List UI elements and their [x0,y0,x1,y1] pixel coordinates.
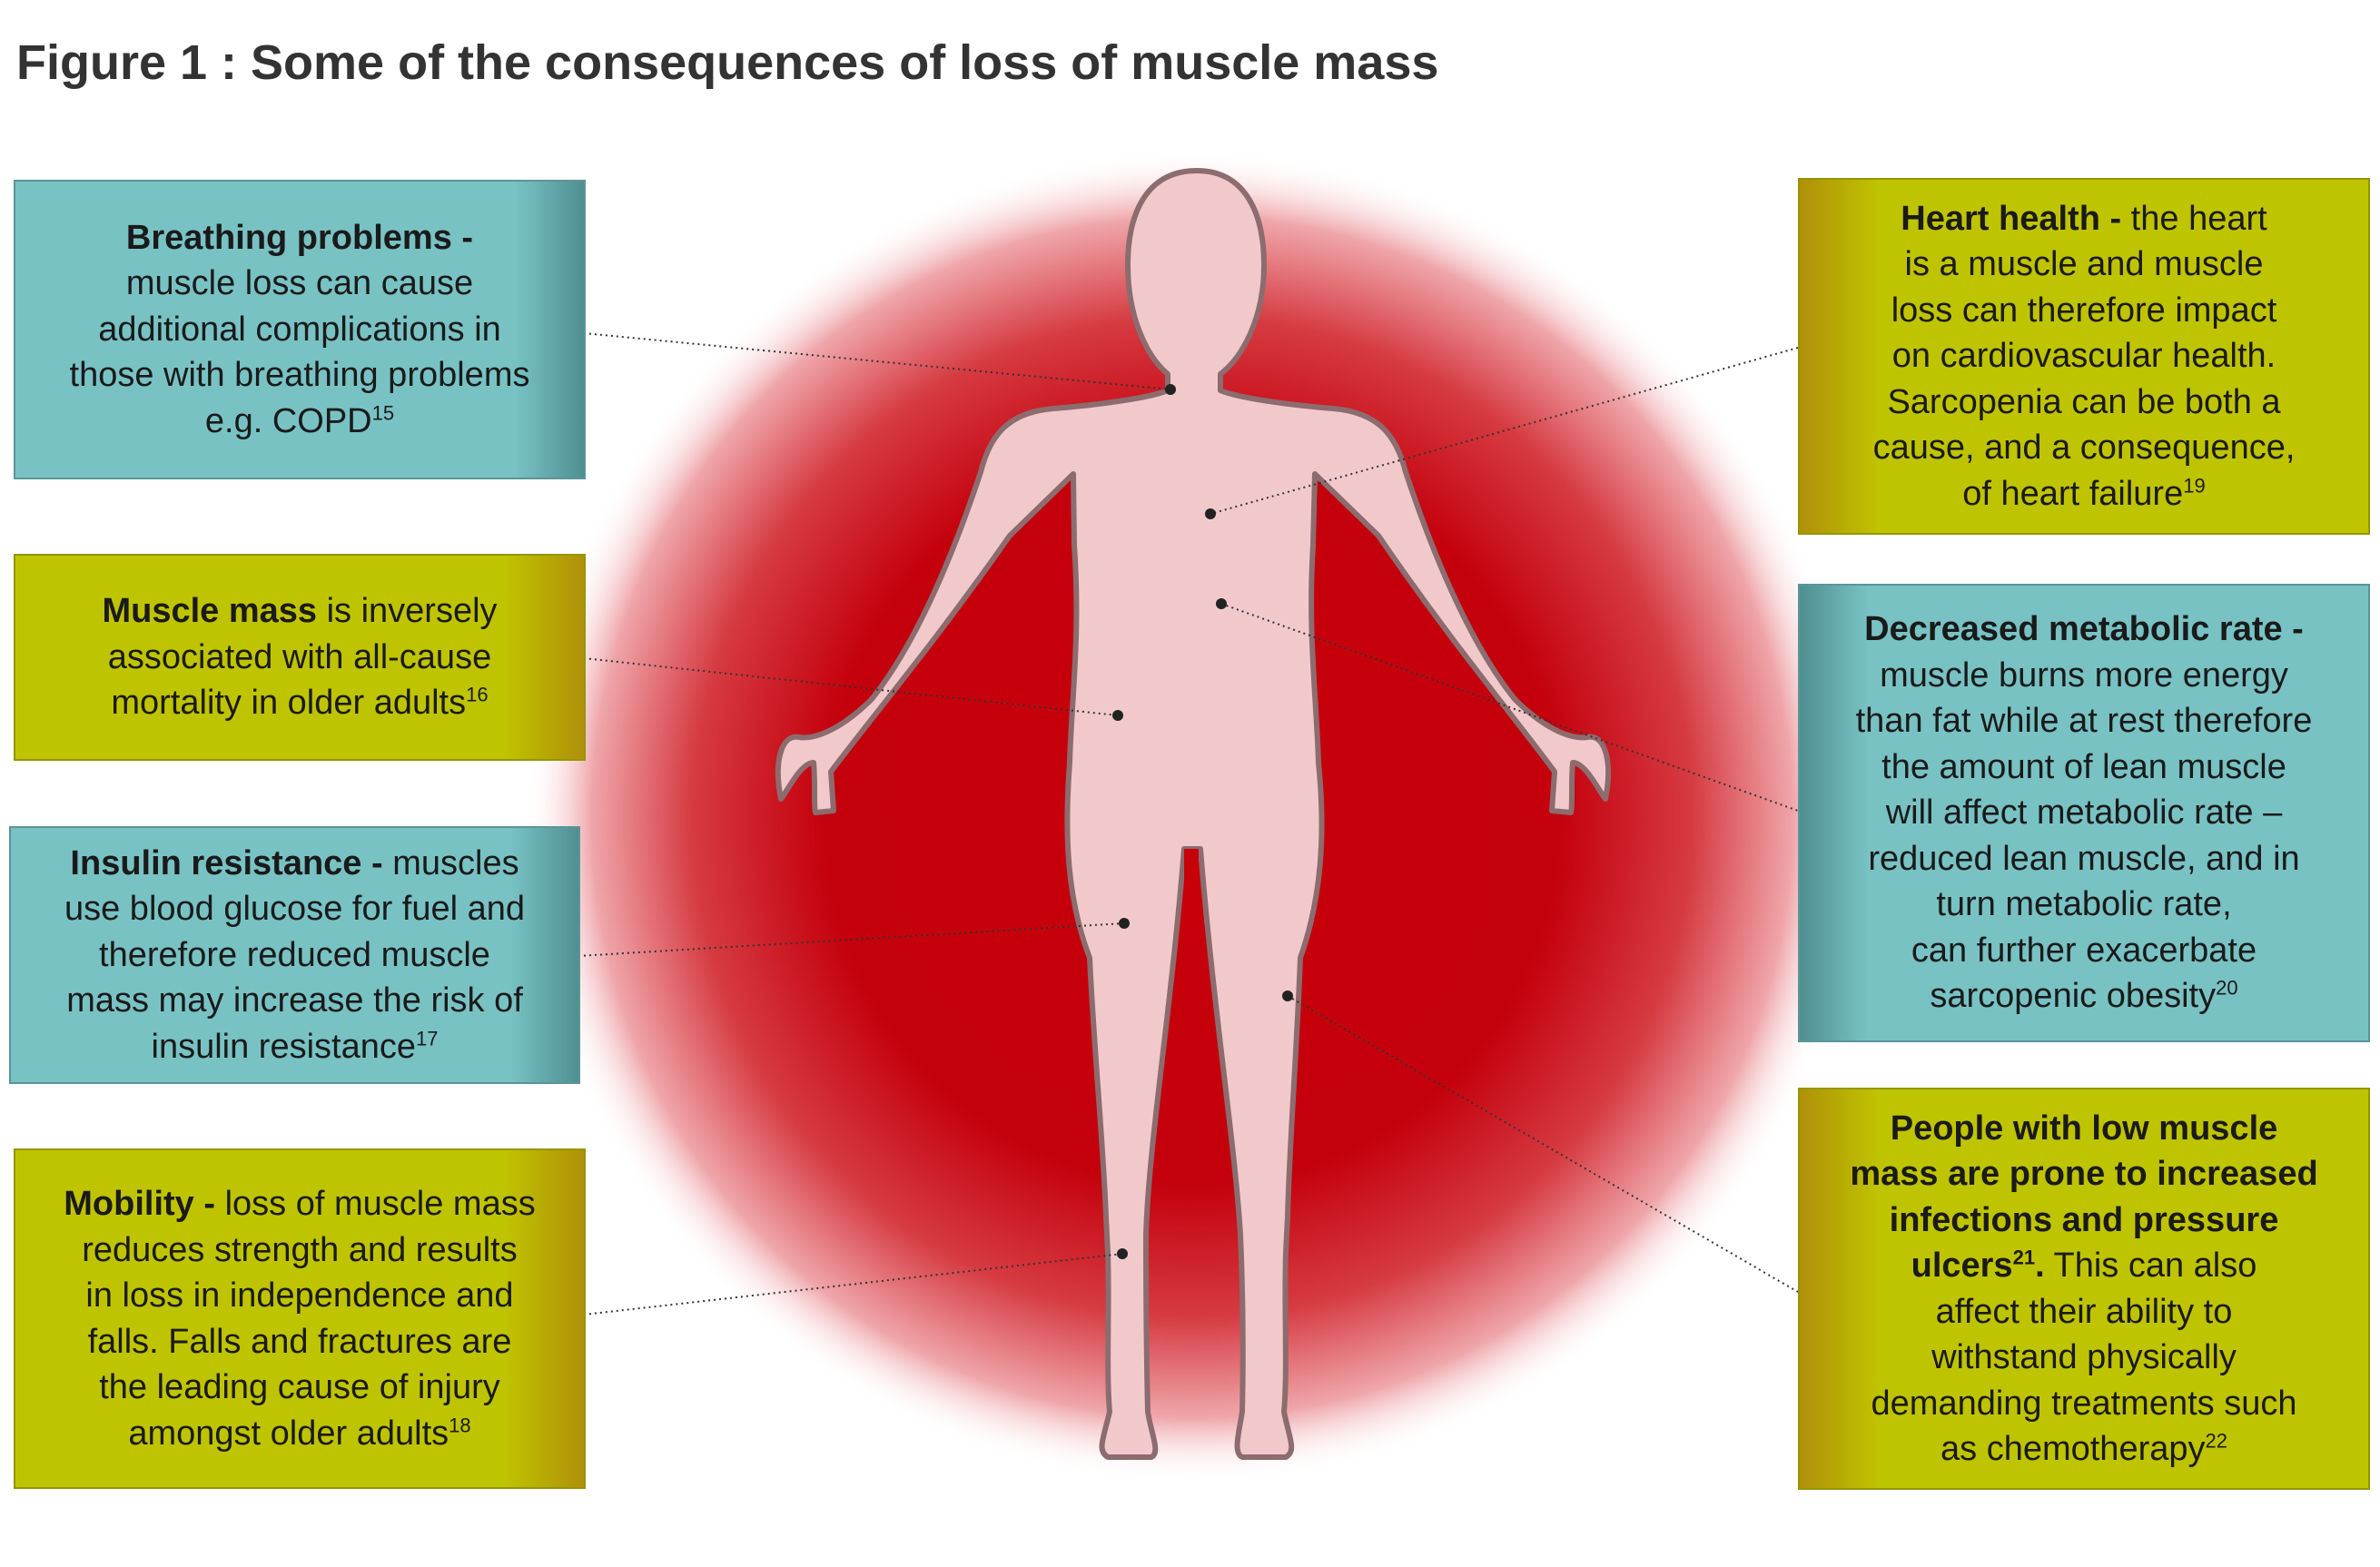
metabolic-line: will affect metabolic rate – [1885,793,2283,833]
mobility-line: falls. Falls and fractures are [87,1322,512,1361]
marker-dot-insulin [1119,918,1130,929]
muscle-mass-line: mortality in older adults [111,684,467,723]
metabolic-line: turn metabolic rate, [1936,885,2232,924]
infections-line: withstand physically [1931,1338,2237,1376]
heart-reference: 19 [2183,474,2206,498]
callout-muscle-mass: Muscle mass is inversely associated with… [14,554,586,761]
insulin-text: muscles [382,843,519,882]
callout-breathing-problems: Breathing problems - muscle loss can cau… [14,180,586,479]
mobility-line: reduces strength and results [82,1230,518,1269]
muscle-mass-reference: 16 [466,683,489,706]
insulin-line: mass may increase the risk of [66,981,523,1020]
metabolic-line: sarcopenic obesity [1930,977,2217,1016]
figure-title: Figure 1 : Some of the consequences of l… [16,35,1439,90]
infections-reference: 21 [2012,1246,2036,1269]
connector-infections [1287,995,1799,1293]
marker-dots [1112,384,1293,1259]
connector-breathing [583,332,1171,390]
callout-insulin-resistance: Insulin resistance - muscles use blood g… [9,826,580,1084]
heart-line: is a muscle and muscle [1904,245,2264,284]
mobility-line: in loss in independence and [85,1276,514,1315]
insulin-line: therefore reduced muscle [99,935,490,974]
callout-heart-health: Heart health - the heart is a muscle and… [1798,178,2370,535]
mobility-line: amongst older adults [128,1414,449,1453]
infections-reference: 22 [2205,1429,2227,1453]
connector-metabolic [1220,603,1799,812]
infections-line: demanding treatments such [1871,1384,2297,1423]
marker-dot-muscle-mass [1112,710,1123,721]
insulin-heading: Insulin resistance - [70,843,383,882]
callout-infections-pressure-ulcers: People with low muscle mass are prone to… [1798,1088,2370,1490]
breathing-reference: 15 [371,401,395,425]
infections-text: This can also [2044,1247,2257,1285]
heart-line: Sarcopenia can be both a [1887,382,2281,421]
connector-insulin [578,922,1125,957]
muscle-mass-text: is inversely [317,592,498,631]
mobility-line: the leading cause of injury [99,1368,500,1406]
marker-dot-infections [1282,990,1293,1001]
infections-heading-period: . [2035,1247,2045,1285]
heart-line: cause, and a consequence, [1872,429,2296,468]
breathing-line: additional complications in [98,310,501,349]
heart-text: the heart [2121,199,2267,238]
heart-heading: Heart health - [1901,199,2122,238]
heart-line: on cardiovascular health. [1891,337,2276,376]
heart-line: of heart failure [1962,474,2184,513]
infections-line: as chemotherapy [1941,1430,2206,1468]
metabolic-heading: Decreased metabolic rate - [1864,610,2304,649]
callout-mobility: Mobility - loss of muscle mass reduces s… [14,1148,586,1489]
callout-decreased-metabolic-rate: Decreased metabolic rate - muscle burns … [1798,584,2370,1042]
metabolic-reference: 20 [2216,976,2238,1000]
breathing-line: e.g. COPD [204,401,372,440]
metabolic-line: the amount of lean muscle [1881,747,2286,786]
muscle-mass-heading: Muscle mass [102,592,318,631]
heart-line: loss can therefore impact [1891,291,2277,330]
connector-lines [578,332,1799,1316]
breathing-heading: Breathing problems - [125,218,474,257]
breathing-line: muscle loss can cause [125,264,474,303]
breathing-line: those with breathing problems [69,356,530,395]
metabolic-line: reduced lean muscle, and in [1868,839,2300,878]
infections-line: affect their ability to [1935,1292,2233,1331]
metabolic-line: can further exacerbate [1911,931,2257,970]
marker-dot-metabolic [1216,598,1227,609]
infections-heading: infections and pressure [1889,1200,2279,1239]
infections-heading: ulcers [1911,1247,2013,1285]
metabolic-line: than fat while at rest therefore [1855,702,2313,741]
marker-dot-breathing [1165,384,1176,395]
mobility-reference: 18 [449,1413,471,1436]
metabolic-line: muscle burns more energy [1880,655,2288,695]
mobility-text: loss of muscle mass [215,1185,536,1223]
connector-heart [1210,347,1799,515]
insulin-line: insulin resistance [151,1027,416,1066]
infections-heading: mass are prone to increased [1850,1155,2318,1193]
mobility-heading: Mobility - [64,1185,216,1223]
muscle-mass-line: associated with all-cause [107,637,492,676]
marker-dot-heart [1205,508,1216,519]
infections-heading: People with low muscle [1890,1109,2278,1148]
insulin-line: use blood glucose for fuel and [64,890,526,929]
connector-muscle-mass [583,657,1119,716]
marker-dot-mobility [1117,1248,1128,1259]
insulin-reference: 17 [416,1027,439,1050]
